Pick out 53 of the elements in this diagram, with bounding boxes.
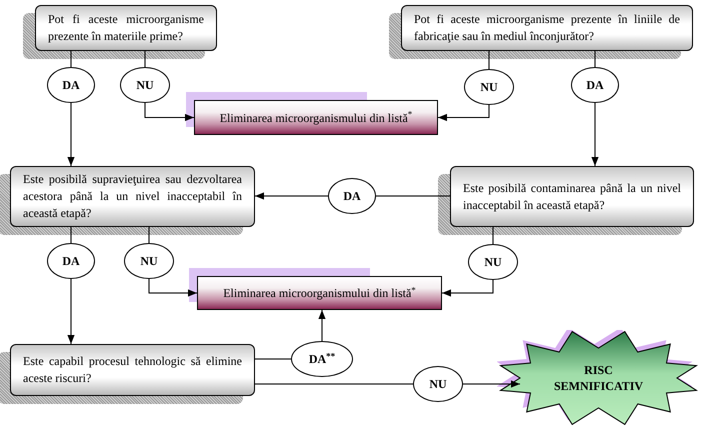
question-text: Pot fi aceste microorganisme prezente în liniile de fabricaţie sau în mediul înconjurător? <box>414 11 680 45</box>
connector-line <box>492 226 494 244</box>
connector-line <box>144 50 146 68</box>
answer-oval <box>413 366 463 402</box>
connector-line <box>254 358 292 360</box>
answer-oval <box>47 67 95 103</box>
question-text: Este posibilă supravieţuirea sau dezvoltarea acestora până la un nivel inacceptabil în această etapă? <box>23 171 242 222</box>
answer-text: NU <box>140 255 158 267</box>
question-text: Este capabil procesul tehnologic să elimine aceste riscuri? <box>23 353 242 387</box>
question-text: Pot fi aceste microorganisme prezente în materiile prime? <box>48 11 204 45</box>
answer-oval <box>124 243 174 279</box>
connector-line <box>488 50 490 70</box>
answer-oval <box>47 243 95 279</box>
answer-text: DA <box>62 255 80 267</box>
arrow <box>67 278 75 344</box>
arrow <box>148 278 198 297</box>
arrow <box>67 102 75 166</box>
arrow <box>318 310 326 342</box>
connector-line <box>148 226 150 244</box>
connector-line <box>70 50 72 68</box>
result-text: RISC SEMNIFICATIV <box>554 362 644 394</box>
answer-oval <box>468 244 518 280</box>
arrow <box>438 104 490 122</box>
answer-text: NU <box>136 79 154 91</box>
eliminate-box <box>197 276 442 310</box>
answer-oval <box>464 69 514 105</box>
eliminate-box <box>194 100 438 135</box>
question-box <box>10 344 255 396</box>
question-box <box>401 5 693 51</box>
eliminate-text: Eliminarea microorganismului din listă$^{*}$ <box>223 287 416 299</box>
question-box <box>10 166 255 227</box>
question-box <box>450 166 694 227</box>
answer-oval <box>328 178 376 214</box>
answer-text: NU <box>429 378 447 390</box>
arrow <box>254 192 328 200</box>
answer-text: DA <box>586 79 604 91</box>
answer-text: DA <box>343 190 361 202</box>
answer-text: DA <box>62 79 80 91</box>
arrow <box>462 380 520 388</box>
arrow <box>144 102 194 122</box>
question-text: Este posibilă contaminarea până la un nivel inacceptabil în această etapă? <box>463 180 681 214</box>
answer-oval <box>120 67 170 103</box>
answer-text: NU <box>484 256 502 268</box>
arrow <box>591 102 599 166</box>
connector-line <box>70 226 72 244</box>
connector-line <box>594 50 596 68</box>
eliminate-text: Eliminarea microorganismului din listă$^{*}$ <box>220 112 412 124</box>
arrow <box>442 280 494 297</box>
answer-text: DA$^{**}$ <box>308 353 336 365</box>
question-box <box>35 5 217 51</box>
answer-text: NU <box>480 81 498 93</box>
answer-oval <box>571 67 619 103</box>
result-star <box>497 330 700 426</box>
